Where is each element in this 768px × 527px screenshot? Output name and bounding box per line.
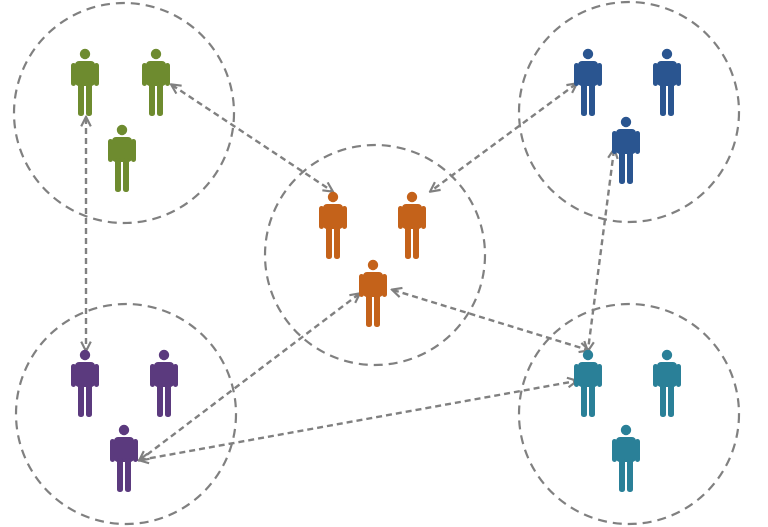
connector-purple-teal	[140, 381, 576, 460]
person-icon	[110, 424, 138, 492]
person-icon	[319, 191, 347, 259]
person-icon	[359, 259, 387, 327]
person-icon	[653, 349, 681, 417]
person-icon	[612, 116, 640, 184]
group-circle-blue	[517, 0, 741, 224]
connector-links	[86, 84, 614, 460]
person-icon	[398, 191, 426, 259]
connector-orange-purple	[140, 294, 359, 460]
person-icon	[574, 349, 602, 417]
person-icons	[71, 48, 681, 492]
person-icon	[653, 48, 681, 116]
connector-blue-orange	[431, 84, 576, 191]
person-icon	[71, 349, 99, 417]
connector-blue-teal	[588, 150, 614, 350]
person-icon	[612, 424, 640, 492]
person-icon	[71, 48, 99, 116]
person-icon	[574, 48, 602, 116]
person-icon	[108, 124, 136, 192]
person-icon	[150, 349, 178, 417]
connector-orange-teal	[393, 290, 588, 350]
person-icon	[142, 48, 170, 116]
connector-green-orange	[172, 85, 332, 191]
group-circle-orange	[263, 143, 487, 367]
